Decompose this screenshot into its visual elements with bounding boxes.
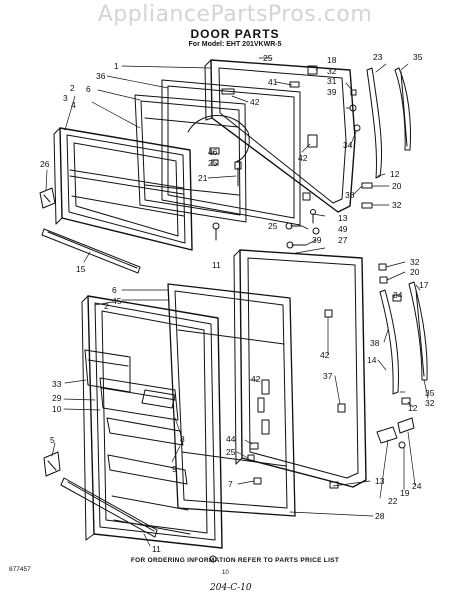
- callout-23: 23: [373, 52, 383, 62]
- callout-3: 3: [63, 93, 68, 103]
- callout-12: 12: [390, 169, 400, 179]
- callout-15: 15: [76, 264, 86, 274]
- callout-5: 5: [50, 435, 55, 445]
- callout-21: 21: [198, 173, 208, 183]
- callout-25b: 25: [208, 158, 218, 168]
- door-insulation: [161, 79, 301, 226]
- callout-22: 22: [388, 496, 398, 506]
- callout-38: 38: [345, 190, 355, 200]
- callout-44: 44: [226, 434, 236, 444]
- callout-12b: 12: [408, 403, 418, 413]
- callout-26: 26: [40, 159, 50, 169]
- callout-46: 46: [208, 147, 218, 157]
- callout-13: 13: [338, 213, 348, 223]
- callout-42b: 42: [298, 153, 308, 163]
- watermark: AppliancePartsPros.com: [97, 2, 373, 27]
- callout-6: 6: [86, 84, 91, 94]
- callout-25: 25: [263, 53, 273, 63]
- callout-11b: 11: [152, 544, 161, 554]
- callout-8: 8: [180, 434, 185, 444]
- callout-11: 11: [212, 260, 221, 270]
- callout-42: 42: [250, 97, 260, 107]
- freezer-door-liner: [134, 94, 247, 223]
- callout-14: 14: [367, 355, 377, 365]
- freezer-door-shelf-frame: [53, 127, 193, 251]
- callout-13b: 13: [375, 476, 385, 486]
- callout-34b: 34: [393, 290, 403, 300]
- callout-32: 32: [327, 66, 337, 76]
- ordering-note: FOR ORDERING INFORMATION REFER TO PARTS …: [130, 557, 340, 564]
- callout-2: 2: [70, 83, 75, 93]
- model-line: For Model: EHT 201VKWR-5: [188, 41, 282, 48]
- callout-39: 39: [327, 87, 337, 97]
- callout-17: 17: [419, 280, 429, 290]
- callout-6b: 6: [112, 285, 117, 295]
- callout-25d: 25: [226, 447, 236, 457]
- freezer-door-handle: [366, 67, 411, 179]
- fresh-food-door-handle: [379, 281, 428, 395]
- callout-leader-lines: [45, 57, 429, 547]
- page-title: DOOR PARTS: [190, 27, 280, 41]
- fresh-food-door-gasket-strip: [60, 477, 158, 538]
- callout-42c: 42: [251, 374, 261, 384]
- callout-39b: 39: [312, 235, 322, 245]
- fresh-food-door-shelf-frame: [81, 295, 223, 549]
- fresh-food-door-outer-panel: [233, 249, 367, 488]
- callout-35b: 35: [425, 388, 435, 398]
- callout-41: 41: [268, 77, 278, 87]
- callout-27: 27: [338, 235, 348, 245]
- fresh-food-door-shelves: [84, 349, 191, 535]
- callout-28: 28: [375, 511, 385, 521]
- callout-37: 37: [323, 371, 333, 381]
- fresh-food-door-hinge-cap: [43, 451, 61, 477]
- callout-1: 1: [114, 61, 119, 71]
- callout-25c: 25: [268, 221, 278, 231]
- callout-42d: 42: [320, 350, 330, 360]
- callout-24: 24: [412, 481, 422, 491]
- callout-19: 19: [400, 488, 410, 498]
- callout-45: 45: [112, 296, 122, 306]
- callout-31: 31: [327, 76, 337, 86]
- freezer-door-hardware: [209, 65, 373, 249]
- page-number: 10: [222, 570, 229, 576]
- callout-7: 7: [228, 479, 233, 489]
- handwritten-note: 204-C-10: [210, 583, 252, 593]
- callout-35: 35: [413, 52, 423, 62]
- callout-32c: 32: [410, 257, 420, 267]
- callout-2b: 2: [104, 301, 109, 311]
- document-number: 877457: [9, 566, 31, 573]
- freezer-door-outer-panel: [204, 59, 356, 213]
- callout-32d: 32: [425, 398, 435, 408]
- callout-9: 9: [172, 464, 177, 474]
- callout-29: 29: [52, 393, 62, 403]
- callout-36: 36: [96, 71, 106, 81]
- callout-4: 4: [71, 100, 76, 110]
- callout-34: 34: [343, 140, 353, 150]
- callout-49: 49: [338, 224, 348, 234]
- callout-18: 18: [327, 55, 337, 65]
- callout-20: 20: [392, 181, 402, 191]
- freezer-door-gasket-strip: [41, 228, 141, 274]
- callout-32b: 32: [392, 200, 402, 210]
- callout-33: 33: [52, 379, 62, 389]
- callout-10: 10: [52, 404, 62, 414]
- fresh-food-door-liner: [167, 283, 296, 517]
- callout-numbers: 1 36 6 2 3 4 26 15 25 41 42 46 25 21 42 …: [40, 52, 435, 554]
- freezer-door-hinge-cap: [39, 187, 56, 209]
- callout-20b: 20: [410, 267, 420, 277]
- callout-38b: 38: [370, 338, 380, 348]
- fresh-food-door-hardware: [209, 263, 415, 563]
